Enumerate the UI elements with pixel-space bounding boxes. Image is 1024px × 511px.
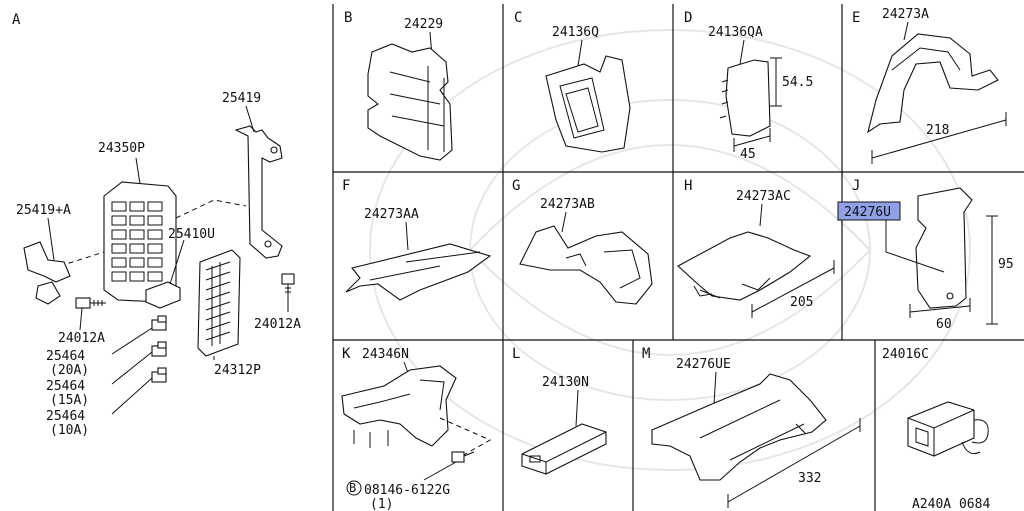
duct-24273A[interactable] (867, 33, 999, 134)
part-label-24276U: 24276U (844, 205, 891, 220)
fuse-15A[interactable] (151, 341, 167, 357)
section-e: E 24273A 218 (852, 7, 1007, 164)
section-label-m: M (642, 346, 650, 362)
connector-24016C[interactable] (907, 401, 975, 457)
bracket-24346N[interactable] (341, 365, 457, 447)
part-label-24273AC: 24273AC (736, 189, 791, 204)
dim-332: 332 (798, 471, 821, 486)
part-label-24136Q: 24136Q (552, 25, 599, 40)
part-label-25419: 25419 (222, 91, 261, 106)
bracket-24276UE[interactable] (651, 373, 827, 481)
part-label-24273AA: 24273AA (364, 207, 419, 222)
section-h: H 24273AC 205 (677, 178, 835, 318)
part-label-24012A-right: 24012A (254, 317, 301, 332)
part-label-24273AB: 24273AB (540, 197, 595, 212)
section-label-b: B (344, 10, 352, 26)
part-label-24346N: 24346N (362, 347, 409, 362)
watermark (369, 29, 971, 471)
part-label-24136QA: 24136QA (708, 25, 763, 40)
cover-24276U[interactable] (915, 187, 973, 309)
section-label-e: E (852, 10, 860, 26)
dim-218: 218 (926, 123, 949, 138)
part-label-24229: 24229 (404, 17, 443, 32)
dim-205: 205 (790, 295, 813, 310)
ref-code: A240A 0684 (912, 497, 990, 511)
part-label-25410U: 25410U (168, 227, 215, 242)
part-label-24350P: 24350P (98, 141, 145, 156)
section-label-d: D (684, 10, 692, 26)
section-label-g: G (512, 178, 520, 194)
relay-25410U[interactable] (145, 281, 181, 309)
bolt-qty: (1) (370, 497, 393, 511)
part-label-24276UE: 24276UE (676, 357, 731, 372)
part-label-24012A-left: 24012A (58, 331, 105, 346)
section-label-h: H (684, 178, 692, 194)
section-label-l: L (512, 346, 520, 362)
fuse-label-10A: 25464 (46, 409, 85, 424)
dim-54-5: 54.5 (782, 75, 813, 90)
part-label-08146-6122G: 08146-6122G (364, 483, 450, 498)
part-label-25419-A: 25419+A (16, 203, 71, 218)
cover-slots (205, 261, 231, 346)
fuse-label-20A: 25464 (46, 349, 85, 364)
section-label-k: K (342, 346, 351, 362)
bracket-25419[interactable] (234, 125, 283, 259)
fuse-10A[interactable] (151, 367, 167, 383)
part-highlight-24276U[interactable] (837, 201, 901, 221)
cover-24136QA[interactable] (725, 59, 771, 137)
section-b: B 24229 (344, 10, 453, 161)
fuse-label-15A: 25464 (46, 379, 85, 394)
section-f: F 24273AA (342, 178, 492, 301)
section-l: L 24130N (512, 346, 607, 475)
bracket-25419-A[interactable] (23, 241, 71, 283)
section-g: G 24273AB (512, 178, 653, 305)
section-c: C 24136Q (514, 10, 631, 153)
section-d: D 24136QA 54.5 45 (684, 10, 813, 162)
connector-24130N[interactable] (521, 423, 607, 475)
dim-60: 60 (936, 317, 952, 332)
dim-95: 95 (998, 257, 1014, 272)
fuse-rating-15A: (15A) (50, 393, 89, 408)
screw-24012A-right[interactable] (281, 273, 295, 298)
part-label-24312P: 24312P (214, 363, 261, 378)
fuse-rating-10A: (10A) (50, 423, 89, 438)
section-a: A 25419 24350P 25419+A 25410U (12, 12, 301, 438)
section-m: M 24276UE 332 (642, 346, 861, 508)
part-label-24273A: 24273A (882, 7, 929, 22)
screw-24012A-left[interactable] (75, 297, 106, 309)
cover-24136Q[interactable] (545, 55, 631, 153)
section-label-c: C (514, 10, 522, 26)
section-label-a: A (12, 12, 21, 28)
section-label-j: J (852, 178, 860, 194)
bracket-24273AC[interactable] (677, 231, 812, 301)
bolt-symbol: B (349, 481, 356, 495)
fuse-rating-20A: (20A) (50, 363, 89, 378)
panel-grid (332, 4, 1024, 511)
section-n: 24016C (882, 347, 989, 457)
part-label-24130N: 24130N (542, 375, 589, 390)
section-j: J 24276U 95 60 (837, 178, 1014, 332)
fuse-20A[interactable] (151, 315, 167, 331)
section-k: K 24346N B 08146-6122G (1) (341, 346, 492, 511)
cover-24273AA[interactable] (345, 243, 492, 301)
fuse-box-cells (111, 201, 163, 282)
bolt-08146-6122G[interactable] (451, 451, 475, 463)
bracket-24229[interactable] (367, 43, 453, 161)
section-label-f: F (342, 178, 350, 194)
dim-45: 45 (740, 147, 756, 162)
part-label-24016C: 24016C (882, 347, 929, 362)
